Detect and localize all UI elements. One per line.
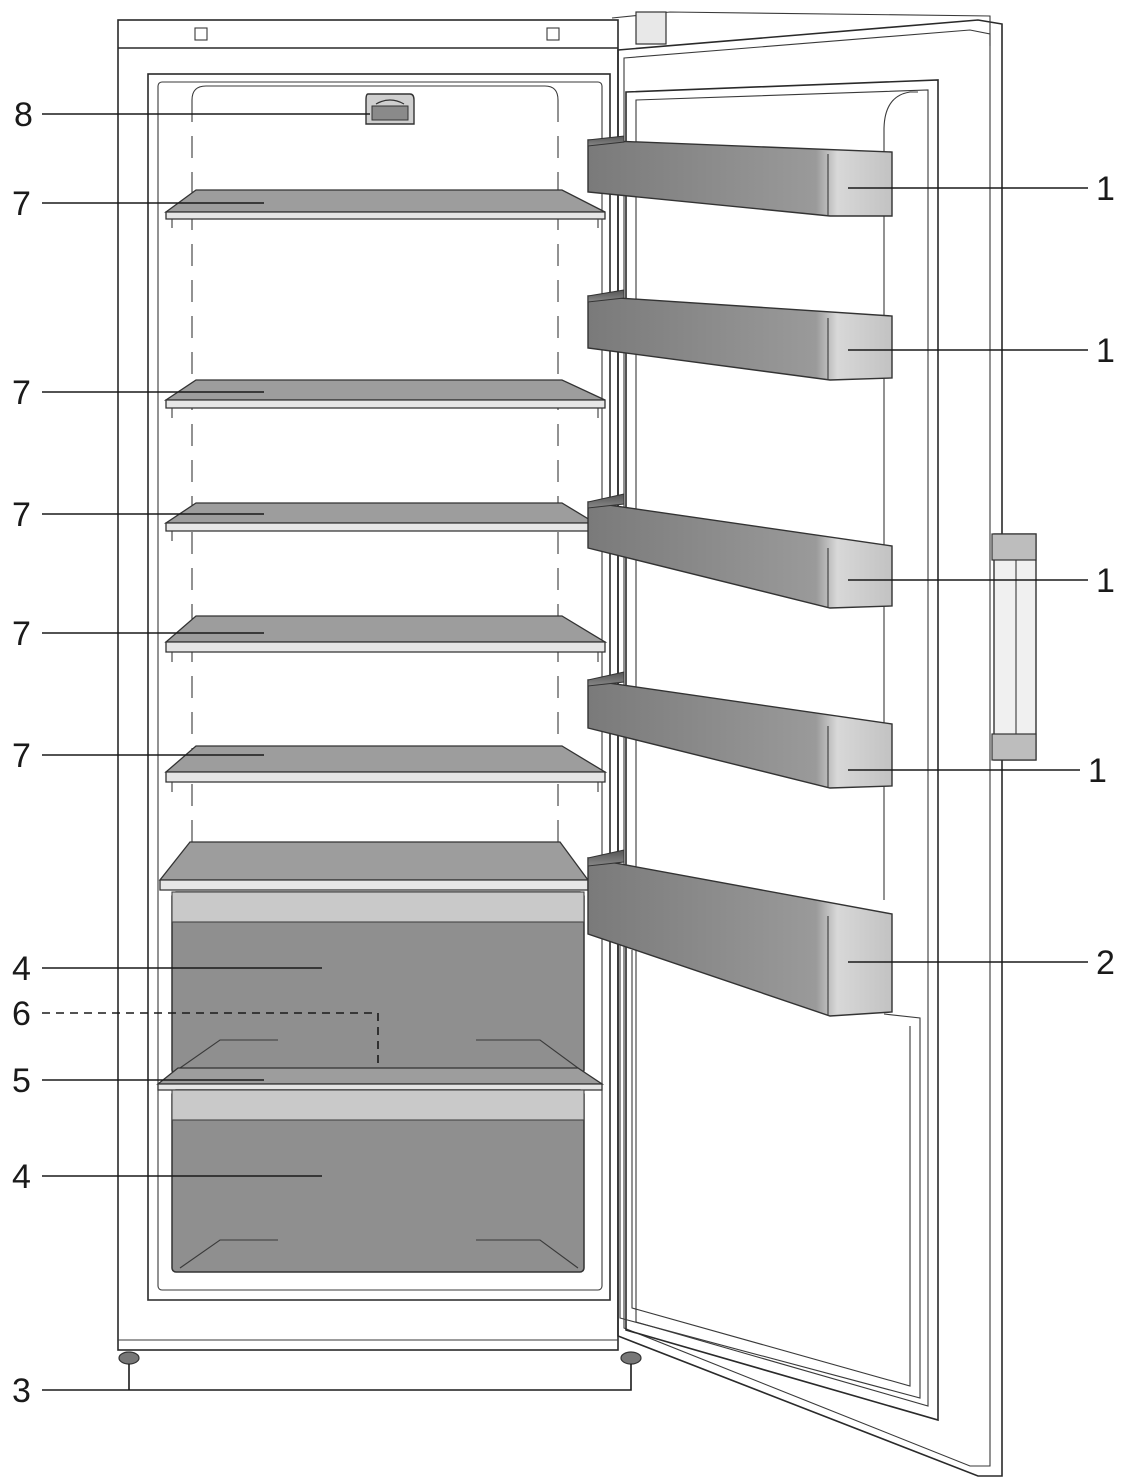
callout-shelf-4: 7: [12, 615, 31, 653]
open-door: [611, 11, 1037, 1477]
drawer-divider-shelf: [156, 1067, 605, 1091]
glass-shelf-4: [164, 615, 608, 662]
lower-crisper-drawer: [171, 1089, 585, 1273]
glass-shelf-3: [163, 502, 598, 541]
callout-bottle-rack: 2: [1096, 944, 1115, 982]
glass-shelf-1: [164, 189, 606, 228]
callout-drain-hidden: 6: [12, 995, 31, 1033]
light-control-housing: [365, 93, 415, 125]
leader-lines: [42, 113, 1088, 1391]
adjustable-feet: [118, 1351, 642, 1365]
door-bin-2: [587, 289, 893, 381]
glass-shelf-2: [163, 379, 606, 418]
callout-door-bin-1: 1: [1096, 170, 1115, 208]
crisper-cover-shelf: [158, 841, 590, 891]
callout-shelf-5: 7: [12, 737, 31, 775]
door-bottle-rack: [587, 849, 893, 1017]
glass-shelf-5: [164, 745, 608, 792]
callout-drawer-upper: 4: [12, 950, 31, 988]
door-bin-3: [587, 493, 893, 609]
callout-light-control: 8: [14, 96, 33, 134]
callout-shelf-3: 7: [12, 496, 31, 534]
callout-door-bin-2: 1: [1096, 332, 1115, 370]
upper-crisper-drawer: [171, 891, 585, 1075]
callout-shelf-2: 7: [12, 374, 31, 412]
callout-door-bin-3: 1: [1096, 562, 1115, 600]
door-bin-1: [587, 135, 893, 217]
callout-shelf-1: 7: [12, 185, 31, 223]
callout-door-bin-4: 1: [1088, 752, 1107, 790]
callout-feet: 3: [12, 1372, 31, 1410]
callout-labels: 8 7 7 7 7 7 4 6 5 4 3 1 1 1 1 2: [12, 96, 1115, 1410]
callout-drawer-shelf: 5: [12, 1062, 31, 1100]
door-bin-4: [587, 671, 893, 789]
callout-drawer-lower: 4: [12, 1158, 31, 1196]
